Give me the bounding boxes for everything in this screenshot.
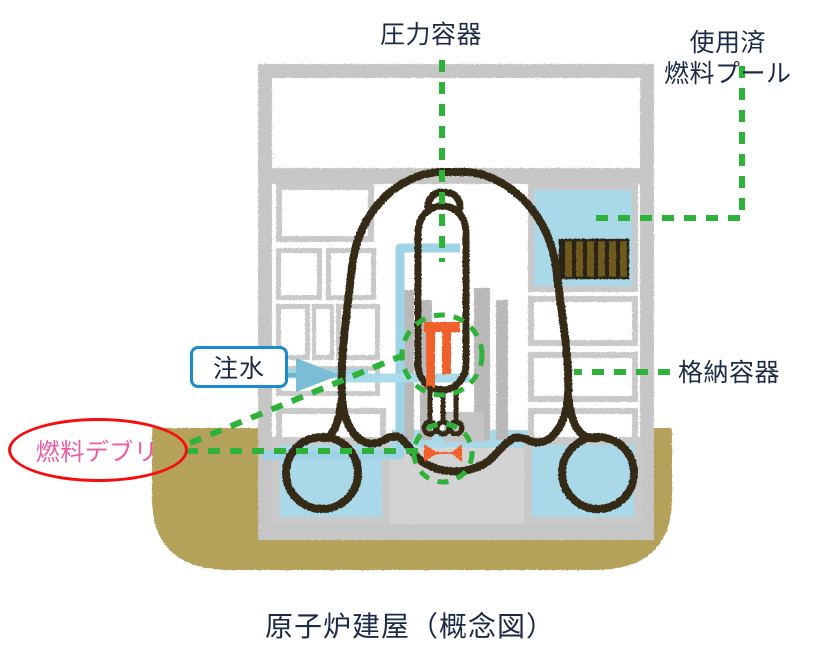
label-spent-fuel-pool-line2: 燃料プール bbox=[664, 59, 792, 88]
containment-vessel bbox=[337, 168, 573, 476]
label-containment-vessel: 格納容器 bbox=[678, 359, 781, 387]
label-fuel-debris: 燃料デブリ bbox=[35, 439, 159, 466]
fuel-rack bbox=[558, 238, 630, 280]
label-pressure-vessel: 圧力容器 bbox=[380, 21, 483, 49]
leader-spent-fuel-pool-line bbox=[588, 66, 745, 221]
control-rod-drives bbox=[421, 386, 465, 437]
leader-fuel-debris-core-line bbox=[188, 352, 406, 446]
arrow-right-icon bbox=[296, 358, 340, 392]
core-fuel-debris bbox=[424, 322, 460, 388]
figure-caption: 原子炉建屋（概念図） bbox=[264, 612, 555, 643]
spent-fuel-pool bbox=[528, 184, 638, 292]
floor-fuel-debris bbox=[424, 444, 462, 462]
building-floors bbox=[258, 64, 654, 540]
fuel-debris-highlight-ellipse bbox=[8, 418, 188, 482]
label-spent-fuel-pool: 使用済燃料プール bbox=[664, 28, 792, 89]
suppression-chamber bbox=[282, 392, 638, 513]
right-rooms bbox=[528, 296, 638, 452]
label-water-injection: 注水 bbox=[190, 346, 288, 388]
left-rooms bbox=[276, 184, 386, 452]
label-spent-fuel-pool-line1: 使用済 bbox=[689, 29, 767, 57]
